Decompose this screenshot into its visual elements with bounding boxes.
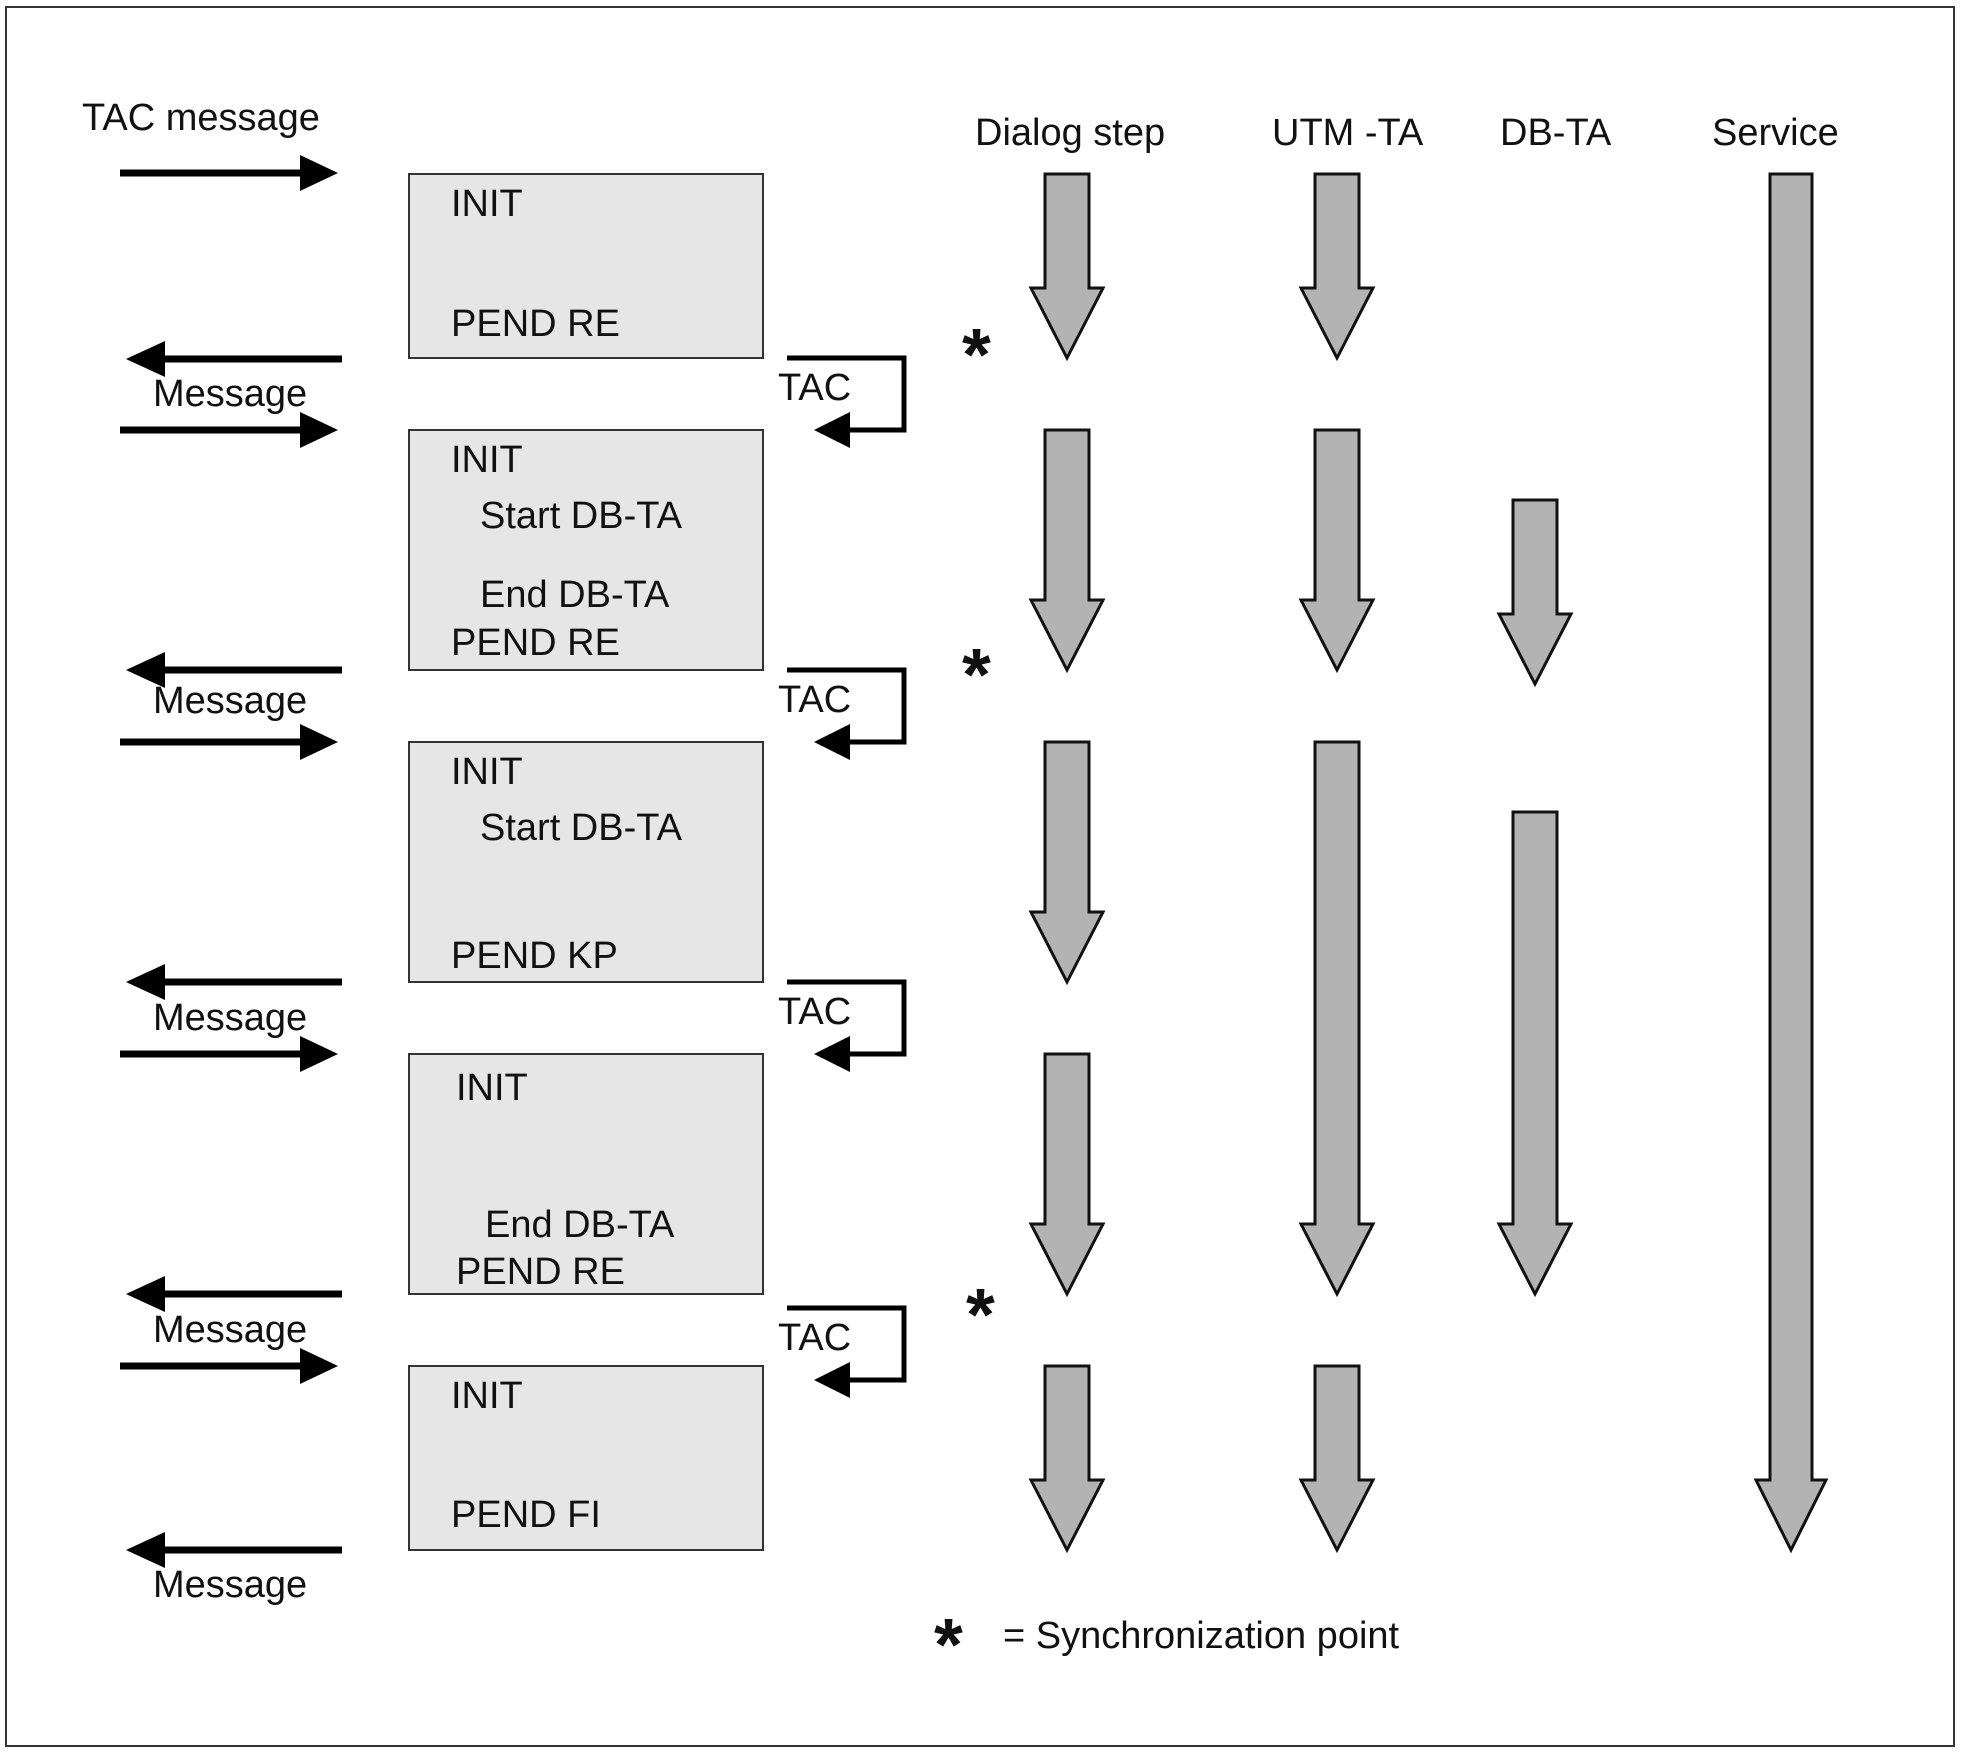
box-line: Start DB-TA	[480, 807, 683, 849]
box-line: End DB-TA	[480, 574, 670, 616]
db-ta-arrow	[1496, 810, 1574, 1298]
tac-message-label: TAC message	[82, 97, 320, 139]
box-line: INIT	[451, 751, 523, 793]
tac-loop-arrow	[787, 979, 907, 1057]
message-label: Message	[153, 680, 307, 722]
tac-label: TAC	[778, 679, 851, 721]
dialog-step-arrow	[1028, 1052, 1106, 1298]
box-line: PEND RE	[451, 303, 620, 345]
dialog-step-arrow	[1028, 428, 1106, 674]
program-box	[408, 1365, 764, 1551]
arrow-head-left	[814, 412, 850, 448]
column-header-service: Service	[1712, 112, 1839, 154]
message-arrows	[120, 155, 342, 1568]
arrow-head-left	[126, 652, 165, 688]
arrow-head-left	[814, 1362, 850, 1398]
tac-loops: TAC TAC TAC TAC	[778, 355, 907, 1398]
message-label: Message	[153, 1564, 307, 1606]
legend-text: = Synchronization point	[1003, 1615, 1400, 1657]
arrow-head-left	[126, 1276, 165, 1312]
column-header-db-ta: DB-TA	[1500, 112, 1612, 154]
arrow-head-left	[126, 1532, 165, 1568]
box-line: INIT	[451, 1375, 523, 1417]
box-line: Start DB-TA	[480, 495, 683, 537]
program-box	[408, 1053, 764, 1295]
column-header-utm-ta: UTM -TA	[1272, 112, 1424, 154]
arrow-head-left	[126, 341, 165, 377]
message-label: Message	[153, 1309, 307, 1351]
dialog-step-arrow	[1028, 172, 1106, 362]
program-box-1: INIT PEND RE	[408, 173, 764, 359]
arrow-head-right	[300, 155, 338, 191]
arrow-head-right	[300, 412, 338, 448]
dialog-step-arrow	[1028, 1364, 1106, 1554]
arrow-head-left	[814, 724, 850, 760]
box-line: PEND FI	[451, 1494, 601, 1536]
tac-loop-arrow	[787, 355, 907, 433]
box-line: PEND RE	[451, 622, 620, 664]
program-box	[408, 429, 764, 671]
utm-ta-arrow	[1298, 1364, 1376, 1554]
legend: * = Synchronization point	[934, 1603, 1400, 1686]
utm-ta-arrow	[1298, 172, 1376, 362]
box-line: End DB-TA	[485, 1204, 675, 1246]
program-box-3: INIT Start DB-TA PEND KP	[408, 741, 764, 983]
utm-ta-arrows	[1298, 172, 1376, 1554]
dialog-step-arrow	[1028, 740, 1106, 986]
db-ta-arrow	[1496, 498, 1574, 688]
column-header-dialog-step: Dialog step	[975, 112, 1165, 154]
box-line: INIT	[456, 1067, 528, 1109]
arrow-head-left	[126, 964, 165, 1000]
tac-label: TAC	[778, 367, 851, 409]
box-line: PEND KP	[451, 935, 618, 977]
arrow-head-right	[300, 724, 338, 760]
utm-ta-arrow	[1298, 428, 1376, 674]
box-line: PEND RE	[456, 1251, 625, 1293]
program-box-2: INIT Start DB-TA End DB-TA PEND RE	[408, 429, 764, 671]
program-box	[408, 741, 764, 983]
tac-loop-arrow	[787, 1305, 907, 1383]
message-label: Message	[153, 373, 307, 415]
program-box	[408, 173, 764, 359]
program-box-4: INIT End DB-TA PEND RE	[408, 1053, 764, 1295]
dialog-step-arrows	[1028, 172, 1106, 1554]
arrow-head-right	[300, 1348, 338, 1384]
arrow-head-right	[300, 1036, 338, 1072]
tac-loop-arrow	[787, 667, 907, 745]
sync-point-star: *	[962, 313, 991, 396]
box-line: INIT	[451, 183, 523, 225]
service-arrow	[1753, 172, 1829, 1554]
box-line: INIT	[451, 439, 523, 481]
sync-point-star: *	[962, 633, 991, 716]
tac-label: TAC	[778, 991, 851, 1033]
db-ta-arrows	[1496, 498, 1574, 1298]
diagram-frame	[5, 6, 1955, 1747]
arrow-head-left	[814, 1036, 850, 1072]
utm-ta-arrow	[1298, 740, 1376, 1298]
sync-point-star: *	[966, 1273, 995, 1356]
legend-star: *	[934, 1603, 963, 1686]
tac-label: TAC	[778, 1317, 851, 1359]
program-box-5: INIT PEND FI	[408, 1365, 764, 1551]
message-label: Message	[153, 997, 307, 1039]
